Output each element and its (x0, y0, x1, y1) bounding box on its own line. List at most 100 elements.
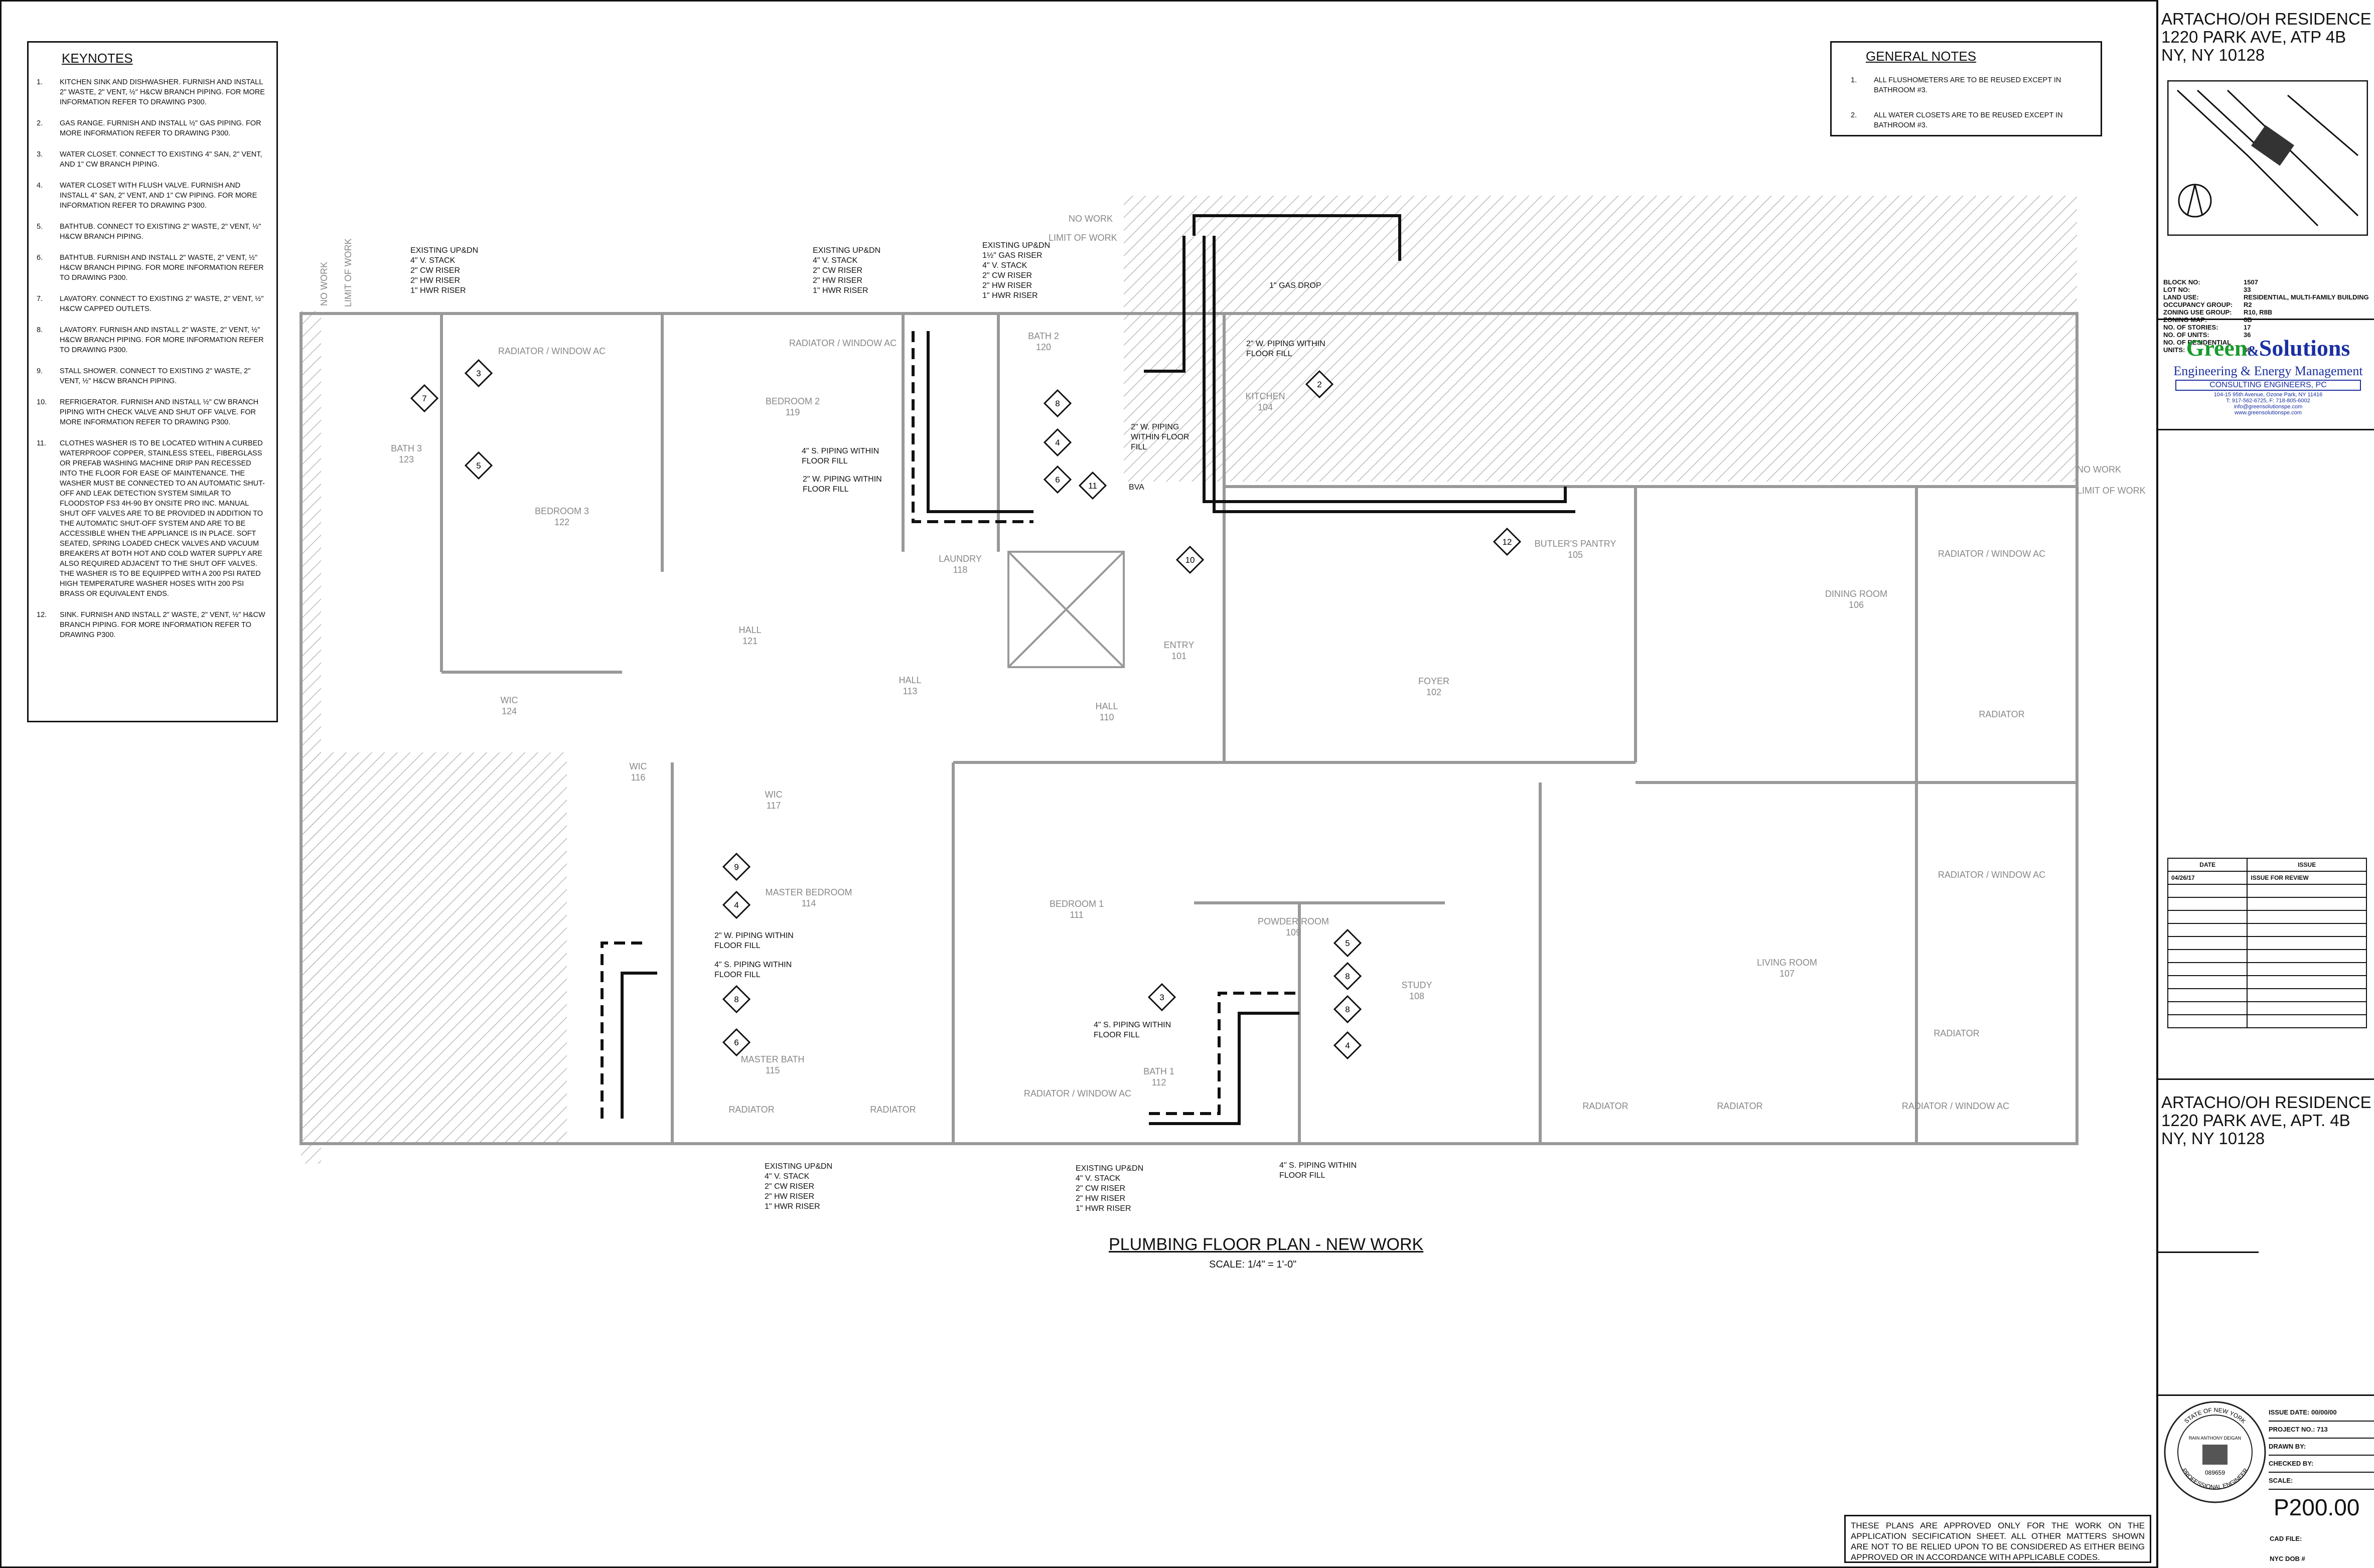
callout-line: 2" CW RISER (765, 1182, 814, 1191)
pipe-water (1203, 236, 1567, 503)
keynote-number: 5. (37, 223, 43, 231)
callout-line: FLOOR FILL (802, 457, 848, 465)
general-note-number: 2. (1851, 111, 1857, 119)
room-number: 113 (903, 686, 918, 696)
keynote-tag-number: 4 (1345, 1041, 1350, 1050)
keynote-tag-number: 4 (734, 900, 738, 910)
keynote-number: 3. (37, 150, 43, 159)
seal-inner-ring (2177, 1415, 2253, 1490)
keynote-tag-diamond (722, 985, 751, 1014)
room-name: BATH 2 (1028, 331, 1059, 341)
zoning-label: ZONING USE GROUP: (2163, 308, 2232, 316)
title-field-value: 713 (2317, 1426, 2328, 1433)
table-row (2167, 923, 2367, 937)
room-number: 119 (786, 407, 800, 417)
keynote-tag-diamond (410, 384, 439, 413)
room-name: RADIATOR / WINDOW AC (1902, 1101, 2009, 1111)
callout-line: EXISTING UP&DN (1076, 1164, 1143, 1173)
callout-line: EXISTING UP&DN (765, 1162, 832, 1171)
no-work-label: NO WORK (319, 262, 329, 306)
table-row (2167, 936, 2367, 950)
room-name: RADIATOR (1934, 1028, 1979, 1038)
issue-date-cell (2167, 975, 2248, 989)
keynote-text: GAS RANGE. FURNISH AND INSTALL ½" GAS PI… (60, 119, 261, 137)
room-name: KITCHEN (1245, 391, 1285, 401)
keynote-tag-diamond (1305, 370, 1334, 399)
room-number: 115 (766, 1065, 780, 1075)
keynote-tag-diamond (1333, 928, 1362, 958)
callout-line: 4" S. PIPING WITHIN (1094, 1021, 1171, 1029)
room-number: 120 (1036, 342, 1051, 352)
keynote-tag-diamond (722, 1028, 751, 1057)
pipe-water (927, 331, 1033, 513)
firm-web[interactable]: www.greensolutionspe.com (2235, 410, 2302, 416)
keynote-item: 4.WATER CLOSET WITH FLUSH VALVE. FURNISH… (37, 181, 268, 211)
zoning-value: 33 (2244, 286, 2251, 293)
callout-line: 2" W. PIPING (1131, 423, 1179, 431)
divider (2158, 1078, 2374, 1080)
limit-of-work-label: LIMIT OF WORK (2077, 486, 2146, 496)
table-row (2167, 1001, 2367, 1015)
zoning-value: 36 (2244, 346, 2251, 354)
room-name: BUTLER'S PANTRY (1535, 539, 1616, 549)
keynote-tag-diamond (1147, 983, 1176, 1012)
table-row (2167, 910, 2367, 924)
general-notes-list: 1.ALL FLUSHOMETERS ARE TO BE REUSED EXCE… (1841, 75, 2092, 130)
keynote-text: STALL SHOWER. CONNECT TO EXISTING 2" WAS… (60, 367, 251, 385)
zoning-label: NO. OF UNITS: (2163, 331, 2209, 339)
keynote-text: BATHTUB. CONNECT TO EXISTING 2" WASTE, 2… (60, 223, 261, 241)
zoning-value: R2 (2244, 301, 2252, 308)
callout-line: 2" CW RISER (813, 266, 862, 275)
callout-line: 1½" GAS RISER (982, 251, 1043, 260)
keynote-number: 6. (37, 254, 43, 262)
keynote-text: LAVATORY. FURNISH AND INSTALL 2" WASTE, … (60, 326, 264, 354)
keynote-text: REFRIGERATOR. FURNISH AND INSTALL ½" CW … (60, 398, 259, 426)
firm-name-solutions: Solutions (2259, 335, 2350, 361)
keynote-number: 2. (37, 119, 43, 127)
north-arrow-pointer (2186, 184, 2203, 216)
shaft-cross (1007, 551, 1125, 668)
room-name: HALL (1095, 701, 1118, 711)
room-name: POWDER ROOM (1258, 916, 1329, 926)
key-plan-streets (2176, 89, 2359, 227)
firm-email[interactable]: info@greensolutionspe.com (2234, 404, 2303, 410)
title-field-label: CHECKED BY: (2269, 1460, 2314, 1467)
title-field: SCALE: (2269, 1473, 2374, 1490)
general-note-text: ALL WATER CLOSETS ARE TO BE REUSED EXCEP… (1874, 111, 2063, 129)
room-number: 116 (631, 772, 646, 782)
general-note-item: 2. ALL WATER CLOSETS ARE TO BE REUSED EXC… (1841, 110, 2092, 130)
keynote-tag-diamond (1493, 527, 1522, 556)
limit-of-work-label: LIMIT OF WORK (1049, 233, 1117, 243)
callout-line: 4" S. PIPING WITHIN (802, 447, 879, 455)
zoning-value: 17 (2244, 324, 2251, 331)
issue-desc-cell (2247, 897, 2367, 911)
callout-line: FLOOR FILL (1246, 350, 1292, 358)
seal-outer-ring (2164, 1401, 2266, 1503)
room-number: 108 (1409, 991, 1424, 1001)
key-plan-frame (2167, 80, 2368, 236)
pipe-water (1149, 1012, 1299, 1125)
callout-line: 2" CW RISER (1076, 1184, 1125, 1193)
room-name: BATH 3 (391, 443, 422, 453)
room-name: WIC (501, 695, 518, 705)
room-name: RADIATOR (1717, 1101, 1762, 1111)
no-work-label: NO WORK (2077, 464, 2121, 475)
issue-date-cell (2167, 1001, 2248, 1015)
callout-line: BVA (1129, 483, 1144, 492)
room-name: BEDROOM 2 (766, 396, 820, 406)
firm-tagline: CONSULTING ENGINEERS, PC (2175, 380, 2361, 391)
callout-line: FILL (1131, 443, 1147, 451)
keynote-tag-number: 4 (1055, 438, 1060, 447)
nyc-dob: NYC DOB # (2270, 1555, 2305, 1562)
divider (2158, 319, 2374, 320)
keynote-number: 12. (37, 611, 47, 619)
room-name: RADIATOR / WINDOW AC (1024, 1088, 1131, 1099)
callout-line: 2" W. PIPING WITHIN (803, 475, 882, 484)
issue-desc-cell (2247, 884, 2367, 898)
title-field-label: DRAWN BY: (2269, 1443, 2306, 1450)
table-row (2167, 1014, 2367, 1028)
callout-line: 4" V. STACK (1076, 1174, 1121, 1183)
zoning-label: LOT NO: (2163, 286, 2190, 293)
callout-line: 4" S. PIPING WITHIN (1279, 1161, 1357, 1170)
